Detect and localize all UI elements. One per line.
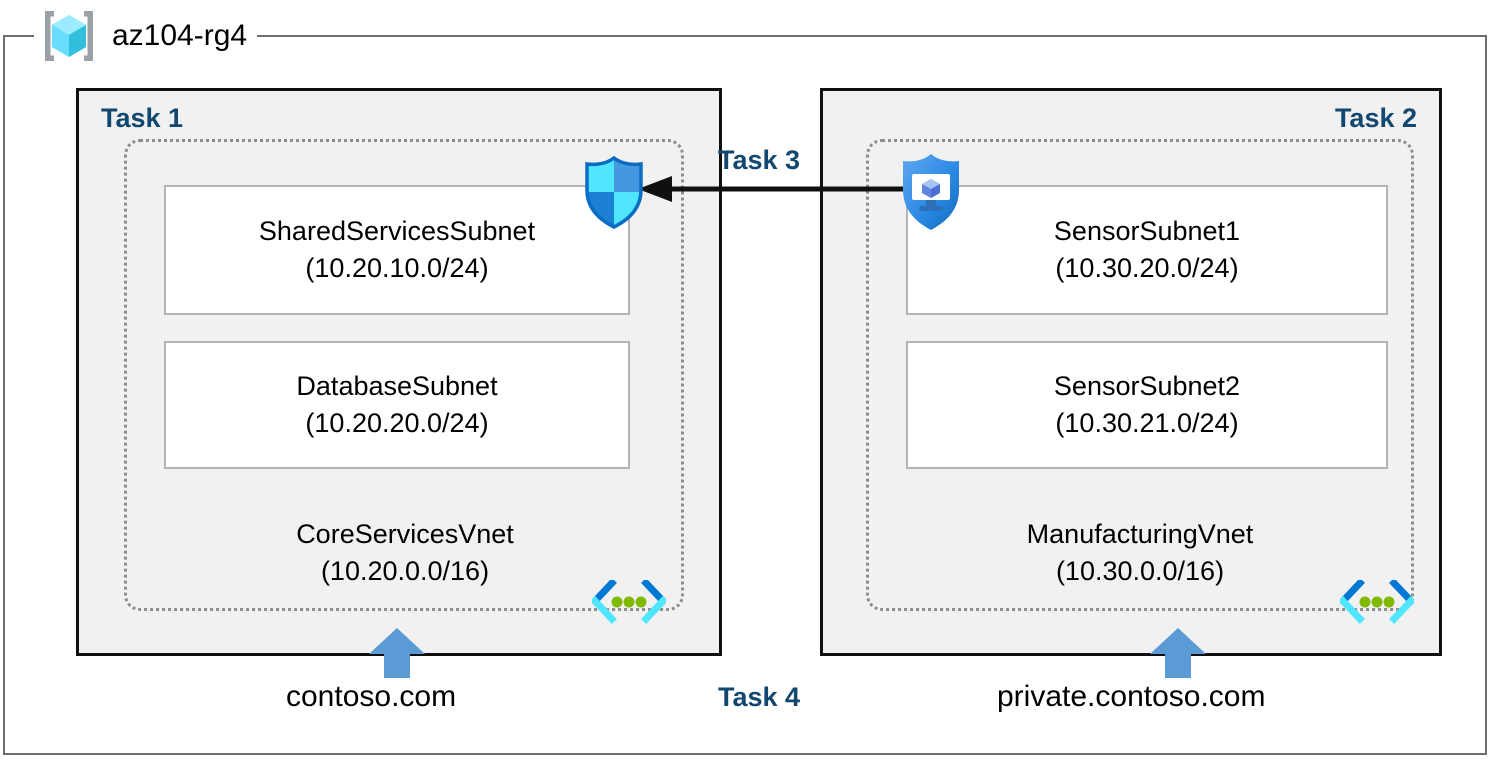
subnet-sensor2: SensorSubnet2 (10.30.21.0/24) [906,341,1388,469]
network-security-group-shield-icon [578,152,650,232]
dns-link-up-arrow-icon [369,628,425,678]
vnet-manufacturing-boundary [866,139,1414,611]
subnet-database: DatabaseSubnet (10.20.20.0/24) [164,341,630,469]
task3-label: Task 3 [718,145,801,175]
task1-label: Task 1 [101,103,184,133]
vnet-peering-left-arrow-icon [636,168,916,210]
dns-link-up-arrow-icon [1150,628,1206,678]
vnet-manufacturing-caption: ManufacturingVnet (10.30.0.0/16) [890,516,1390,589]
subnet-name: SensorSubnet1 [1053,216,1241,247]
subnet-address-space: (10.20.10.0/24) [305,253,489,283]
subnet-sharedservices: SharedServicesSubnet (10.20.10.0/24) [164,185,630,315]
subnet-sensor1: SensorSubnet1 (10.30.20.0/24) [906,185,1388,315]
virtual-network-icon [1338,578,1416,628]
resource-group-legend: az104-rg4 [34,5,258,67]
vnet-address-space: (10.30.0.0/16) [1055,555,1225,586]
resource-group-boundary [3,35,1487,755]
virtual-network-icon [590,578,668,628]
vnet-name: CoreServicesVnet [296,519,514,549]
subnet-name: SensorSubnet2 [1053,371,1241,402]
task4-label: Task 4 [718,682,801,712]
subnet-name: DatabaseSubnet [296,371,498,402]
bastion-shield-monitor-icon [896,150,966,234]
vnet-address-space: (10.20.0.0/16) [320,555,490,586]
subnet-address-space: (10.30.21.0/24) [1055,408,1239,438]
task2-label: Task 2 [1334,103,1417,133]
vnet-coreservices-boundary [124,139,684,611]
subnet-address-space: (10.20.20.0/24) [305,408,489,438]
subnet-address-space: (10.30.20.0/24) [1055,253,1239,283]
vnet-name: ManufacturingVnet [1026,519,1254,549]
vnet-coreservices-caption: CoreServicesVnet (10.20.0.0/16) [150,516,660,589]
resource-group-cube-icon [40,7,98,65]
resource-group-name: az104-rg4 [112,19,248,52]
subnet-name: SharedServicesSubnet [258,216,536,247]
dns-zone-private-contoso: private.contoso.com [997,680,1266,713]
dns-zone-contoso: contoso.com [286,680,457,713]
